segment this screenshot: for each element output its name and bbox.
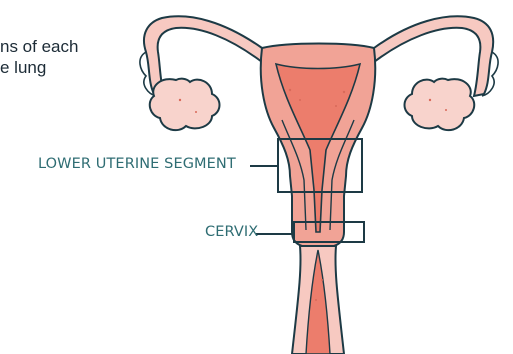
lower-uterine-segment-label: LOWER UTERINE SEGMENT <box>38 156 236 172</box>
left-ovary <box>150 79 220 130</box>
cervix-label: CERVIX <box>205 224 258 240</box>
right-ovary <box>405 79 475 130</box>
